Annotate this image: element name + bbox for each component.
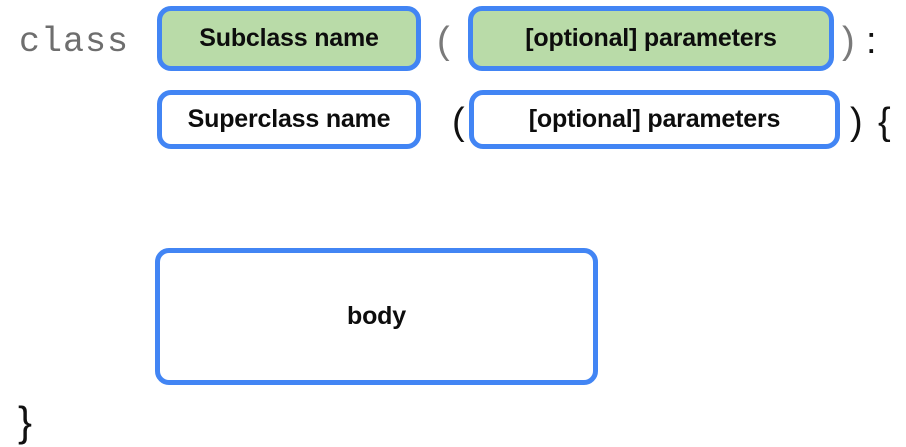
subclass-name-label: Subclass name bbox=[199, 24, 379, 52]
superclass-name-box[interactable]: Superclass name bbox=[157, 90, 421, 149]
closing-brace: } bbox=[18, 398, 33, 445]
body-label: body bbox=[347, 302, 406, 330]
superclass-parameters-label: [optional] parameters bbox=[528, 105, 781, 133]
class-keyword: class bbox=[19, 22, 130, 62]
line1-open-paren: ( bbox=[437, 20, 450, 62]
superclass-parameters-box[interactable]: [optional] parameters bbox=[469, 90, 840, 149]
line1-close-paren: ) bbox=[842, 20, 855, 62]
line2-close-paren: ) bbox=[850, 101, 863, 143]
line2-open-brace: { bbox=[878, 101, 891, 143]
subclass-name-box[interactable]: Subclass name bbox=[157, 6, 421, 71]
line2-open-paren: ( bbox=[452, 101, 465, 143]
subclass-parameters-box[interactable]: [optional] parameters bbox=[468, 6, 834, 71]
subclass-parameters-label: [optional] parameters bbox=[525, 24, 777, 52]
body-box[interactable]: body bbox=[155, 248, 598, 385]
superclass-name-label: Superclass name bbox=[187, 105, 391, 133]
line1-colon: : bbox=[866, 20, 877, 62]
